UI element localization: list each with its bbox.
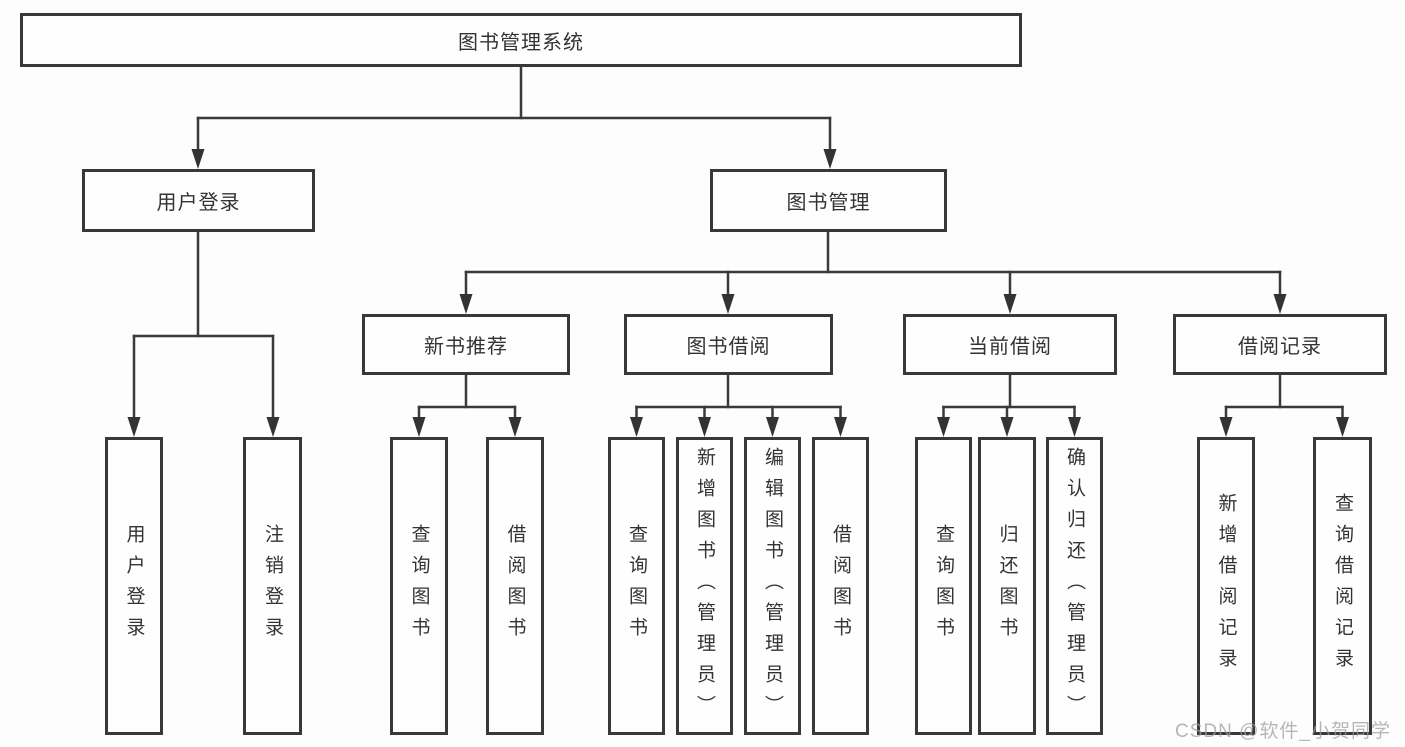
node-label: 图书管理系统 [458, 31, 584, 54]
node-label: 注销登录 [262, 524, 283, 648]
arrow-down-icon [191, 149, 205, 169]
csdn-watermark: CSDN @软件_小贺同学 [1175, 721, 1391, 742]
arrow-down-icon [834, 417, 847, 437]
node-label: 编辑图书（管理员） [762, 446, 783, 726]
node-label: 查询借阅记录 [1332, 493, 1353, 679]
node-book-borrow: 图书借阅 [624, 314, 833, 375]
arrow-down-icon [1273, 294, 1287, 314]
node-leaf-edit-book-admin: 编辑图书（管理员） [744, 437, 801, 735]
node-leaf-query-book-1: 查询图书 [390, 437, 448, 735]
arrow-down-icon [266, 417, 280, 437]
node-leaf-user-login: 用户登录 [105, 437, 163, 735]
node-label: 查询图书 [933, 524, 954, 648]
node-label: 新书推荐 [424, 336, 508, 358]
node-leaf-borrow-book-2: 借阅图书 [812, 437, 869, 735]
arrow-down-icon [127, 417, 141, 437]
node-label: 用户登录 [123, 524, 145, 648]
node-borrow-record: 借阅记录 [1173, 314, 1387, 375]
node-user-login: 用户登录 [82, 169, 315, 232]
node-label: 借阅图书 [504, 524, 526, 648]
arrow-down-icon [823, 149, 837, 169]
arrow-down-icon [459, 294, 473, 314]
arrow-down-icon [1000, 417, 1014, 437]
node-leaf-confirm-return-admin: 确认归还（管理员） [1046, 437, 1103, 735]
node-leaf-add-book-admin: 新增图书（管理员） [676, 437, 733, 735]
node-new-book-recommend: 新书推荐 [362, 314, 570, 375]
node-label: 查询图书 [626, 524, 647, 648]
node-leaf-return-book: 归还图书 [978, 437, 1036, 735]
node-book-management: 图书管理 [710, 169, 947, 232]
node-label: 图书管理 [786, 192, 871, 214]
node-leaf-query-book-3: 查询图书 [915, 437, 972, 735]
arrow-down-icon [721, 294, 735, 314]
arrow-down-icon [1219, 417, 1233, 437]
node-label: 归还图书 [996, 524, 1018, 648]
node-label: 用户登录 [156, 192, 241, 214]
arrow-down-icon [412, 417, 426, 437]
node-leaf-query-book-2: 查询图书 [608, 437, 665, 735]
node-leaf-add-borrow-record: 新增借阅记录 [1197, 437, 1255, 735]
node-label: 图书借阅 [686, 336, 771, 358]
arrow-down-icon [630, 417, 643, 437]
node-label: 新增借阅记录 [1215, 493, 1237, 679]
node-label: 查询图书 [408, 524, 430, 648]
node-label: 当前借阅 [968, 336, 1052, 358]
node-leaf-query-borrow-record: 查询借阅记录 [1313, 437, 1372, 735]
arrow-down-icon [698, 417, 711, 437]
node-label: 借阅图书 [830, 524, 851, 648]
node-current-borrow: 当前借阅 [903, 314, 1117, 375]
arrow-down-icon [1336, 417, 1349, 437]
arrow-down-icon [766, 417, 779, 437]
node-leaf-logout: 注销登录 [243, 437, 302, 735]
node-label: 借阅记录 [1238, 336, 1322, 358]
node-library-management-system: 图书管理系统 [20, 13, 1022, 67]
node-leaf-borrow-book-1: 借阅图书 [486, 437, 544, 735]
arrow-down-icon [1003, 294, 1017, 314]
arrow-down-icon [508, 417, 522, 437]
node-label: 新增图书（管理员） [694, 446, 715, 726]
arrow-down-icon [1068, 417, 1081, 437]
arrow-down-icon [937, 417, 950, 437]
node-label: 确认归还（管理员） [1064, 446, 1085, 726]
